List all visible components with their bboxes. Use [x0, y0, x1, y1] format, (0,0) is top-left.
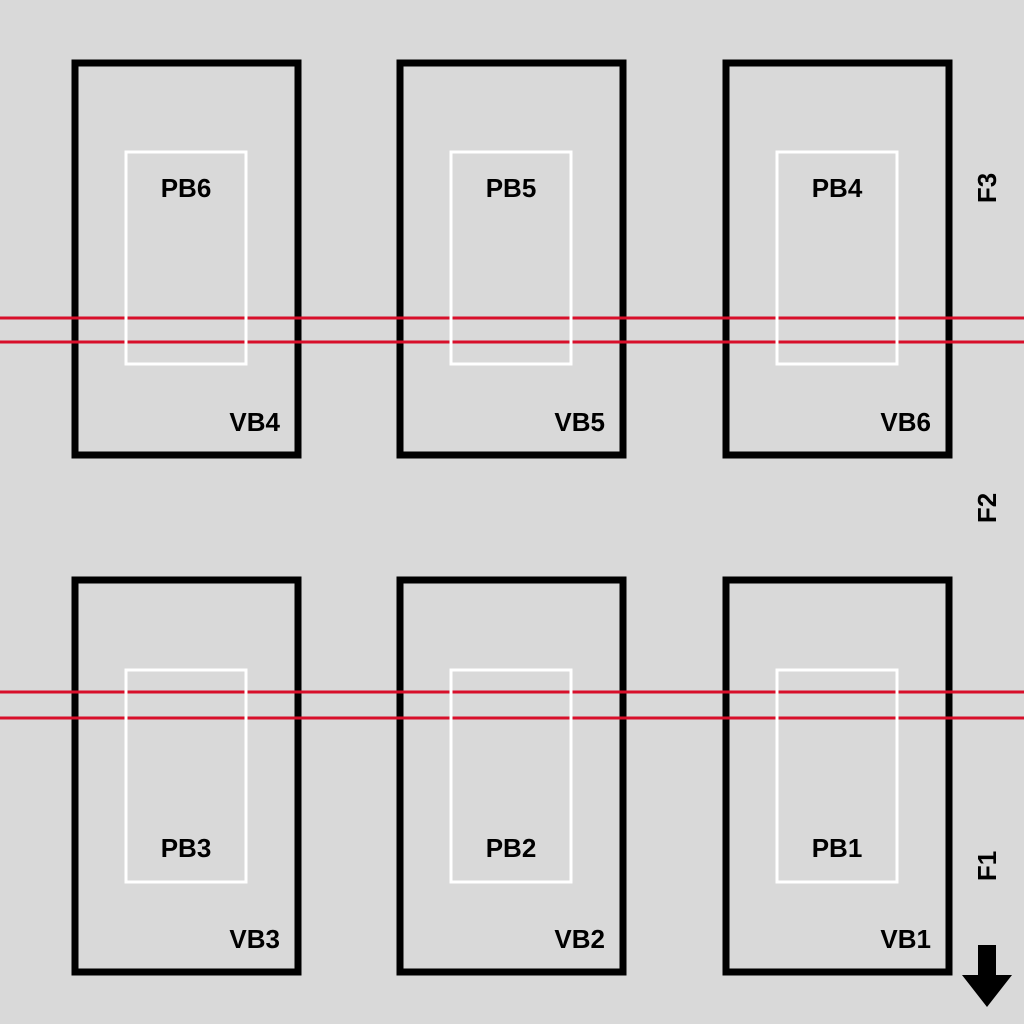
pb-label: PB1	[812, 833, 863, 863]
outer-box-vb4	[71, 59, 302, 459]
inner-box-pb5	[449, 150, 573, 366]
inner-box-pb4	[775, 150, 899, 366]
outer-box-vb6	[722, 59, 953, 459]
pb-label: PB2	[486, 833, 537, 863]
pb-label: PB3	[161, 833, 212, 863]
pb-label: PB6	[161, 173, 212, 203]
inner-box-pb2	[449, 668, 573, 884]
outer-box-vb3	[71, 576, 302, 976]
vb-label: VB3	[229, 924, 280, 954]
outer-box-vb1	[722, 576, 953, 976]
vb-label: VB1	[880, 924, 931, 954]
floor-label-f2: F2	[972, 493, 1002, 523]
vb-label: VB2	[554, 924, 605, 954]
pb-label: PB4	[812, 173, 863, 203]
outer-box-vb2	[396, 576, 627, 976]
vb-label: VB6	[880, 407, 931, 437]
outer-box-vb5	[396, 59, 627, 459]
inner-box-pb3	[124, 668, 248, 884]
vb-label: VB5	[554, 407, 605, 437]
floor-label-f1: F1	[972, 851, 1002, 881]
pb-label: PB5	[486, 173, 537, 203]
floor-label-f3: F3	[972, 173, 1002, 203]
vb-label: VB4	[229, 407, 280, 437]
arrow-down-icon	[962, 945, 1012, 1007]
inner-box-pb6	[124, 150, 248, 366]
inner-box-pb1	[775, 668, 899, 884]
